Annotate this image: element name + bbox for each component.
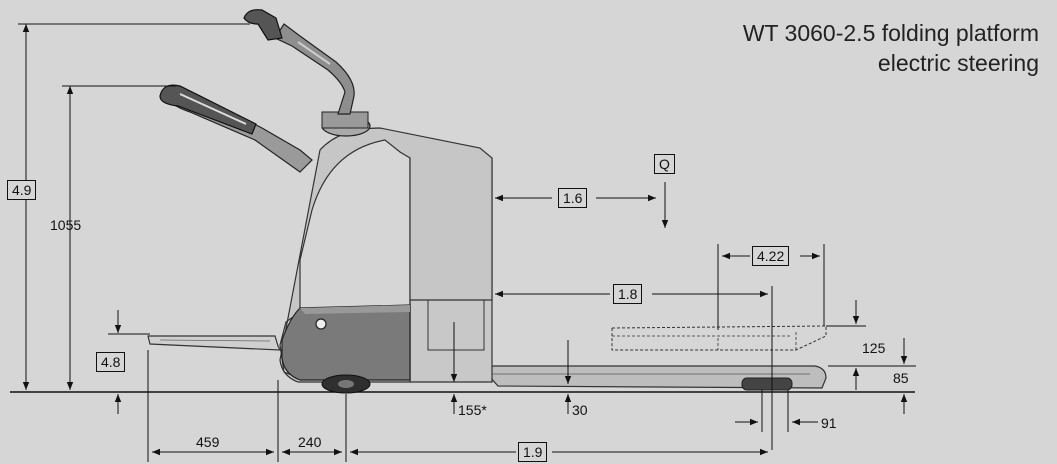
tiller-arm-raised <box>274 23 355 115</box>
dim-length-459: 459 <box>196 434 220 450</box>
dim-height-1055: 1055 <box>50 217 82 233</box>
dim-length-240: 240 <box>298 434 322 450</box>
dim-clearance-155: 155* <box>458 402 487 418</box>
key-switch <box>315 318 327 330</box>
dimension-lines <box>18 23 916 462</box>
folding-platform <box>147 335 281 351</box>
dim-ref-q: Q <box>654 154 675 174</box>
chassis-base <box>281 304 411 381</box>
dim-ref-4-8: 4.8 <box>96 352 126 372</box>
dim-width-91: 91 <box>821 415 837 431</box>
dim-ref-1-9: 1.9 <box>518 442 548 462</box>
tiller-head-folded <box>159 84 257 135</box>
dim-lift-125: 125 <box>862 340 886 356</box>
diagram-title: WT 3060-2.5 folding platform electric st… <box>743 18 1039 78</box>
dim-ref-1-8: 1.8 <box>613 284 643 304</box>
raised-fork-outline <box>611 325 827 351</box>
tiller-head-raised <box>243 9 283 41</box>
dim-ref-4-22: 4.22 <box>752 246 790 266</box>
title-line-1: WT 3060-2.5 folding platform <box>742 20 1039 46</box>
dim-fork-85: 85 <box>893 370 909 386</box>
dim-ref-1-6: 1.6 <box>558 188 588 208</box>
dim-clearance-30: 30 <box>572 402 588 418</box>
title-line-2: electric steering <box>877 50 1039 76</box>
dim-ref-4-9: 4.9 <box>7 180 37 200</box>
load-wheel <box>741 377 793 391</box>
truck-drawing <box>147 9 827 394</box>
